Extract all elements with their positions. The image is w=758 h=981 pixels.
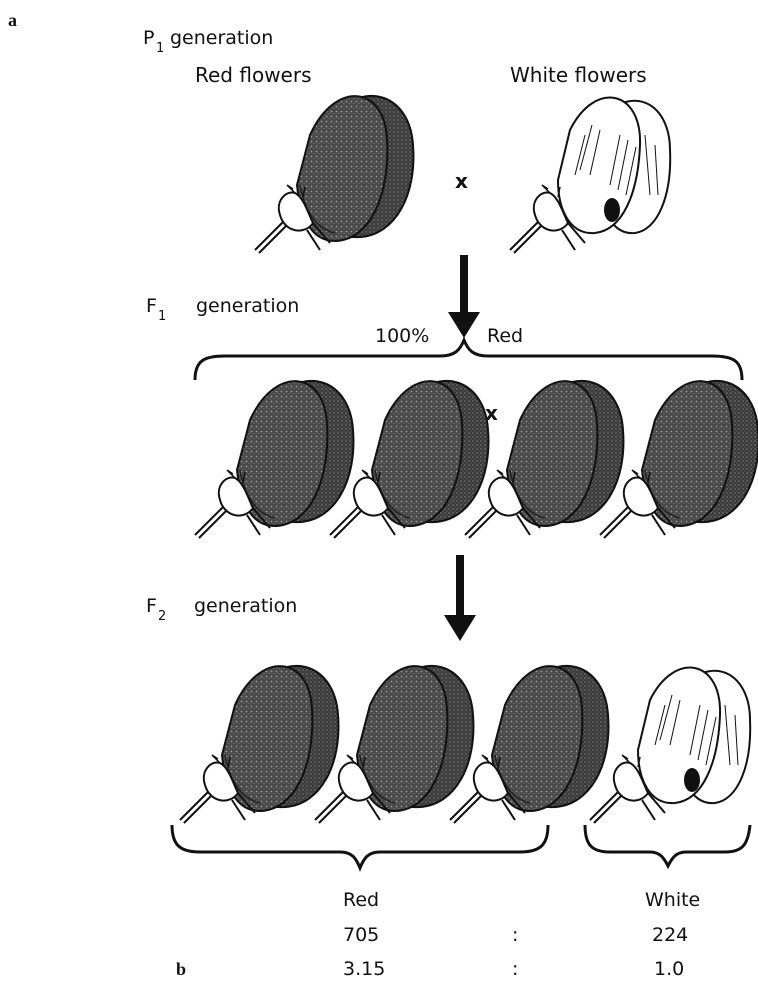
f1-gen-word: generation xyxy=(196,295,299,317)
panel-label-a: a xyxy=(8,10,17,30)
result-red-label: Red xyxy=(343,889,379,911)
f1-gen-letter: F xyxy=(146,295,157,317)
f2-gen-subscript: 2 xyxy=(158,609,166,624)
f2-gen-letter: F xyxy=(146,595,157,617)
p1-red-label: Red flowers xyxy=(195,63,312,87)
result-white-label: White xyxy=(645,889,700,911)
f2-gen-word: generation xyxy=(194,595,297,617)
p1-generation-heading: P 1 generation xyxy=(143,27,273,56)
arrow-p1-to-f1 xyxy=(448,255,480,338)
f1-brace xyxy=(195,340,742,380)
f1-flower-1-icon xyxy=(195,381,353,538)
result-count-separator: : xyxy=(512,924,518,946)
result-white-count: 224 xyxy=(652,924,688,946)
f2-flower-4-icon xyxy=(590,668,750,823)
arrow-f1-to-f2 xyxy=(444,555,476,641)
p1-gen-letter: P xyxy=(143,27,154,49)
p1-red-flower-icon xyxy=(255,96,413,253)
result-red-count: 705 xyxy=(343,924,379,946)
f1-cross-symbol: x xyxy=(485,401,498,425)
p1-cross-symbol: x xyxy=(455,169,468,193)
f2-generation-heading: F 2 generation xyxy=(146,595,297,624)
result-red-ratio: 3.15 xyxy=(343,958,385,980)
f2-red-brace xyxy=(172,825,548,868)
f1-flower-2-icon xyxy=(330,381,488,538)
f1-percent-label: 100% xyxy=(375,325,429,347)
result-ratio-separator: : xyxy=(512,958,518,980)
panel-label-b: b xyxy=(176,959,186,979)
f2-flower-3-icon xyxy=(450,666,608,823)
p1-gen-word: generation xyxy=(170,27,273,49)
p1-gen-subscript: 1 xyxy=(156,41,164,56)
result-white-ratio: 1.0 xyxy=(654,958,684,980)
f1-flower-4-icon xyxy=(600,381,758,538)
p1-white-label: White flowers xyxy=(510,63,647,87)
f1-color-label: Red xyxy=(487,325,523,347)
f1-generation-heading: F 1 generation xyxy=(146,295,299,324)
f2-flower-1-icon xyxy=(180,666,338,823)
f2-flower-2-icon xyxy=(315,666,473,823)
f1-gen-subscript: 1 xyxy=(158,309,166,324)
f2-white-brace xyxy=(585,825,750,866)
p1-white-flower-icon xyxy=(510,98,670,253)
